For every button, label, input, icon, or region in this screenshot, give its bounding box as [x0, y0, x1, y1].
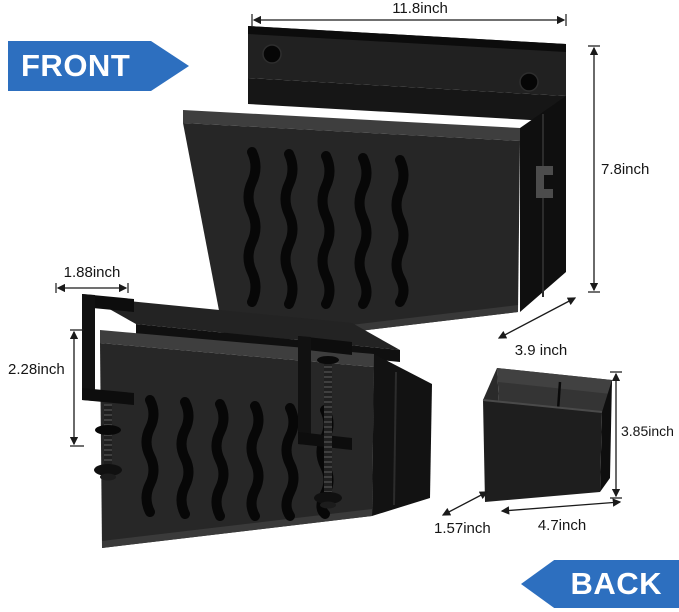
box-front-rim [482, 399, 603, 413]
box-right-side [600, 380, 612, 492]
box-inner-left-wall [483, 368, 499, 402]
tray-front-dimensions: 11.8inch 7.8inch 3.9 inch [251, 0, 649, 359]
front-label: FRONT [21, 48, 131, 83]
clamp-knob-base [100, 473, 116, 481]
box-height-dimension-label: 3.85inch [621, 423, 674, 439]
depth-dimension-label: 3.9 inch [515, 342, 568, 359]
back-arrow-banner: BACK [521, 560, 679, 608]
clamp-pad-disc [95, 425, 121, 435]
front-panel-lip [183, 110, 520, 141]
tray-front-view-illustration [183, 26, 566, 347]
plate-pad-right [519, 72, 539, 92]
tray-back-view-illustration [82, 294, 432, 548]
clamp-depth-dimension-ticks [55, 283, 129, 293]
side-bracket [536, 166, 553, 198]
top-plate [88, 297, 400, 350]
wavy-cable-slots [141, 395, 334, 521]
plate-pad-left [262, 44, 282, 64]
clamp-depth-dimension-label: 1.88inch [64, 264, 121, 281]
side-inner-edge [393, 371, 397, 506]
top-plate-edge [248, 26, 566, 52]
clamp-opening-dimension-label: 2.28inch [8, 361, 65, 378]
side-depth-panel [372, 354, 432, 516]
clamp-knob [314, 492, 342, 504]
back-label: BACK [570, 566, 662, 601]
storage-box-illustration [482, 368, 612, 502]
clamp-knob-base [320, 501, 336, 509]
clamp-opening-dimension-ticks [70, 329, 84, 447]
panel-bottom-fold [102, 509, 372, 548]
clamp-back-bar [298, 336, 311, 445]
box-front-face [483, 400, 602, 502]
width-dimension-label: 11.8inch [392, 0, 448, 17]
width-dimension-ticks [251, 14, 567, 26]
storage-box-dimensions: 3.85inch 1.57inch 4.7inch [434, 371, 674, 537]
front-slotted-panel [183, 123, 520, 347]
height-dimension-label: 7.8inch [601, 161, 649, 178]
box-height-dimension-ticks [610, 371, 622, 499]
box-depth-dimension-line [441, 491, 489, 516]
tray-back-dimensions: 1.88inch 2.28inch [8, 264, 129, 447]
back-wall [248, 78, 566, 122]
wavy-cable-slots [243, 147, 409, 309]
box-depth-dimension-label: 1.57inch [434, 520, 491, 537]
box-divider [556, 381, 562, 411]
clamp-pad-disc [317, 356, 339, 364]
clamp-top-arm [298, 336, 352, 355]
clamp-bottom-arm [82, 388, 134, 405]
desk-clamp-right [298, 336, 352, 509]
clamp-knob [94, 464, 122, 476]
box-width-dimension-line [500, 498, 622, 515]
clamp-back-bar [82, 294, 95, 401]
front-arrow-banner: FRONT [8, 41, 189, 91]
height-dimension-ticks [588, 45, 600, 293]
desk-clamp-left [82, 294, 134, 481]
box-width-dimension-label: 4.7inch [538, 517, 586, 534]
box-inner-back-highlight [497, 368, 612, 394]
depth-dimension-line [497, 297, 577, 339]
